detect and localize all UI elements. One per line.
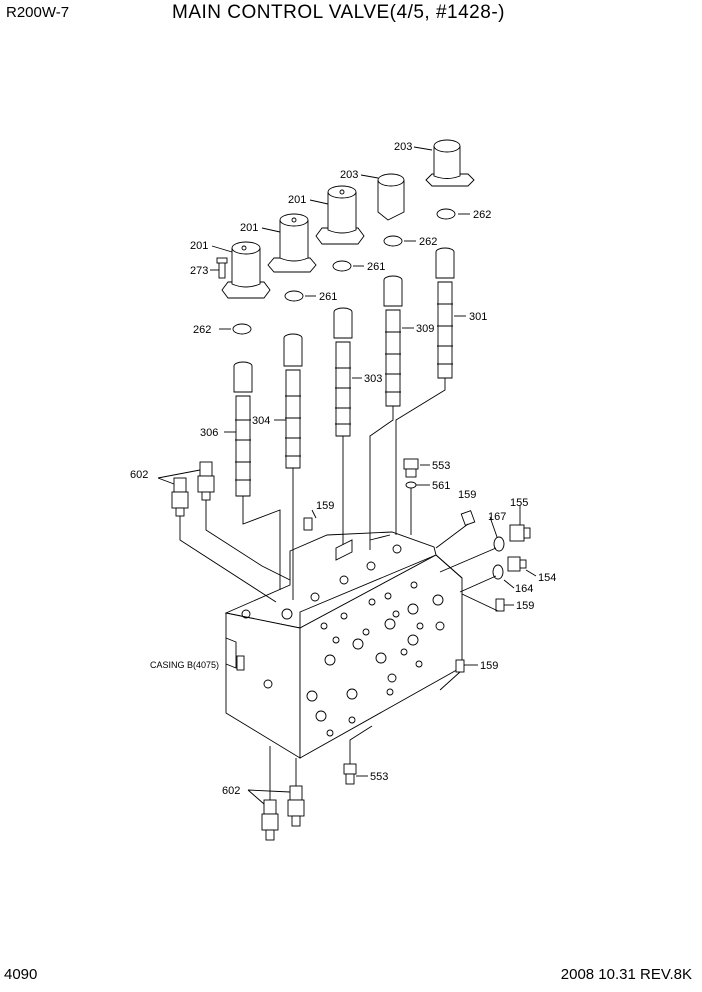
cover-203-upper xyxy=(425,139,475,187)
revision-info: 2008 10.31 REV.8K xyxy=(560,966,692,983)
plug-553-lower xyxy=(343,763,357,785)
callout-159: 159 xyxy=(458,489,476,501)
spool-309 xyxy=(383,275,403,407)
relief-valve-602-lower-left xyxy=(261,799,279,841)
callout-159: 159 xyxy=(316,500,334,512)
plug-159-a xyxy=(460,510,476,526)
callout-159: 159 xyxy=(480,660,498,672)
callout-154: 154 xyxy=(538,572,556,584)
callout-561: 561 xyxy=(432,480,450,492)
callout-164: 164 xyxy=(515,583,533,595)
spool-303 xyxy=(333,307,353,437)
callout-602: 602 xyxy=(130,469,148,481)
callout-306: 306 xyxy=(200,427,218,439)
callout-261: 261 xyxy=(319,291,337,303)
relief-valve-602-upper-right xyxy=(197,461,215,501)
o-ring-164 xyxy=(492,564,504,580)
callout-262: 262 xyxy=(419,236,437,248)
callout-309: 309 xyxy=(416,323,434,335)
callout-301: 301 xyxy=(469,311,487,323)
plug-159-c xyxy=(455,659,465,673)
o-ring-261-lower xyxy=(284,290,304,302)
plug-155 xyxy=(509,524,531,542)
callout-201: 201 xyxy=(288,194,306,206)
o-ring-261-upper xyxy=(332,260,352,272)
callout-159: 159 xyxy=(516,600,534,612)
callout-201: 201 xyxy=(240,222,258,234)
page-title: MAIN CONTROL VALVE(4/5, #1428-) xyxy=(172,2,505,23)
cover-201-right xyxy=(315,185,365,245)
o-ring-167 xyxy=(493,536,505,552)
callout-203: 203 xyxy=(394,141,412,153)
callout-553: 553 xyxy=(370,771,388,783)
plug-159-b xyxy=(495,598,505,612)
plug-159-d xyxy=(303,517,313,531)
spool-306 xyxy=(233,361,253,497)
o-ring-262-upper xyxy=(436,208,456,220)
callout-261: 261 xyxy=(367,261,385,273)
callout-262: 262 xyxy=(193,324,211,336)
callout-303: 303 xyxy=(364,373,382,385)
spool-304 xyxy=(283,333,303,469)
callout-167: 167 xyxy=(488,511,506,523)
casing-label: CASING B(4075) xyxy=(150,660,219,670)
cover-201-left xyxy=(221,241,271,299)
bolt-273 xyxy=(216,257,228,279)
relief-valve-602-lower-right xyxy=(287,785,305,827)
o-ring-262-mid xyxy=(383,235,403,247)
o-ring-561 xyxy=(405,481,417,489)
model-code: R200W-7 xyxy=(6,4,70,21)
callout-203: 203 xyxy=(340,169,358,181)
page-number: 4090 xyxy=(4,966,38,983)
o-ring-262-lower xyxy=(232,323,252,335)
callout-304: 304 xyxy=(252,415,270,427)
callout-262: 262 xyxy=(473,209,491,221)
spool-301 xyxy=(435,247,455,379)
valve-casing xyxy=(224,531,463,759)
callout-273: 273 xyxy=(190,265,208,277)
plug-154 xyxy=(507,556,527,572)
relief-valve-602-upper-left xyxy=(171,477,189,517)
callout-602: 602 xyxy=(222,785,240,797)
cover-203-lower xyxy=(377,173,405,221)
callout-155: 155 xyxy=(510,497,528,509)
plug-553-upper xyxy=(403,458,419,478)
callout-553: 553 xyxy=(432,460,450,472)
cover-201-mid xyxy=(267,213,317,273)
callout-201: 201 xyxy=(190,240,208,252)
